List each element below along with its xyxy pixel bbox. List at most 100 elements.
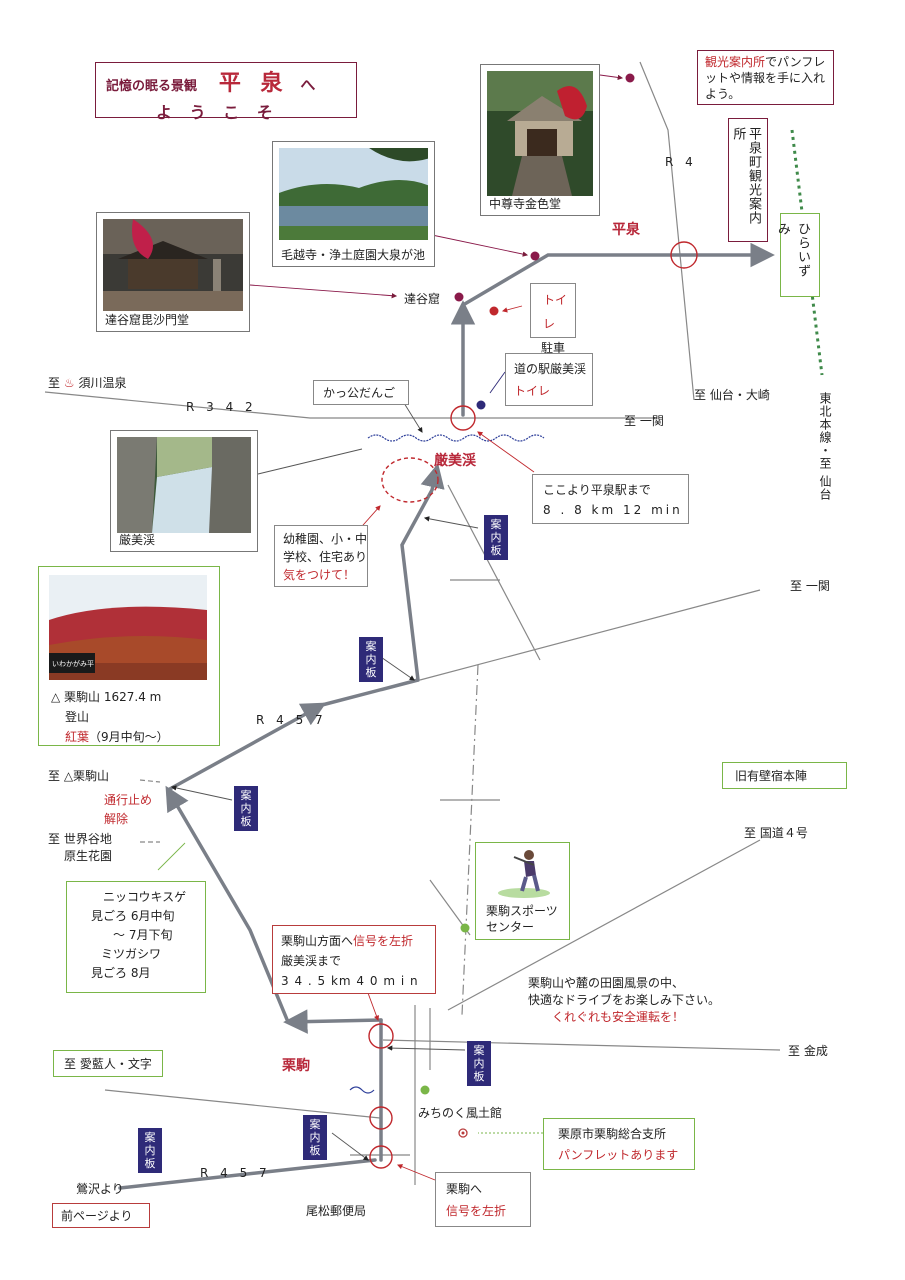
boundary-line (461, 664, 479, 1016)
flower1-name: ニッコウキスゲ (103, 890, 187, 904)
from-uguisuzawa: 鶯沢より (76, 1182, 124, 1196)
sports-center-box: 栗駒スポーツ センター (475, 842, 570, 940)
distance-line1: ここより平泉駅まで (543, 483, 651, 497)
golfer-icon (498, 850, 550, 898)
shisho-box: 栗原市栗駒総合支所 パンフレットあります (543, 1118, 695, 1170)
distance-line2: 8 . 8 km 12 min (543, 503, 683, 517)
photo-chusonji: 中尊寺金色堂 (480, 64, 600, 216)
signal-turn-box: 栗駒山方面へ信号を左折 厳美渓まで 3 4 . 5 km 4 0 m i n (272, 925, 436, 994)
signboard-post-office: 案内板 (303, 1115, 327, 1160)
route-r4-label: R 4 (665, 155, 697, 169)
tohoku-line-label: 東北本線・至 仙台 (818, 392, 832, 501)
to-sekaiyachi: 至 世界谷地 原生花園 (48, 831, 112, 865)
drive-line3: くれぐれも安全運転を！ (552, 1010, 685, 1024)
signal-line1a: 栗駒山方面へ (281, 934, 354, 948)
turn-line2: 信号を左折 (446, 1204, 507, 1218)
shisho-name: 栗原市栗駒総合支所 (558, 1127, 667, 1141)
tohoku-railway (790, 129, 824, 376)
signboard-genbikei: 案内板 (484, 515, 508, 560)
to-kannari: 至 金成 (788, 1044, 828, 1058)
photo-genbikei: 厳美渓 (110, 430, 258, 552)
shisho-pamphlet: パンフレットあります (558, 1148, 679, 1162)
school-line2: 学校、住宅あり (283, 550, 368, 564)
road-r342 (44, 391, 655, 419)
place-hiraizumi: 平泉 (612, 222, 640, 238)
signboard-kurikomayama: 案内板 (234, 786, 258, 831)
road-to-aiai (104, 1089, 381, 1119)
kurikomayama-leaves-period: （9月中旬〜） (89, 730, 169, 744)
title-main: 平 泉 (218, 71, 289, 96)
photo-takkoku: 達谷窟毘沙門堂 (96, 212, 250, 332)
to-sekaiyachi-line1: 至 世界谷地 (48, 832, 112, 846)
toilet-label: トイレ (543, 293, 568, 331)
kurikomayama-name: △ 栗駒山 1627.4 m (51, 690, 162, 704)
drive-message: 栗駒山や麓の田園風景の中、 快適なドライブをお楽しみ下さい。 くれぐれも安全運転… (528, 975, 720, 1026)
to-sendai-osaki: 至 仙台・大崎 (694, 388, 770, 402)
takkoku-image (103, 219, 243, 311)
toilet-parking-box: トイレ 駐車場 (530, 283, 576, 379)
to-sukawa-name: 須川温泉 (78, 376, 127, 390)
kurikomayama-leaves: 紅葉 (65, 730, 90, 744)
drive-line2: 快適なドライブをお楽しみ下さい。 (528, 993, 721, 1007)
signal-line3: 3 4 . 5 km 4 0 m i n (281, 974, 419, 988)
info-center-note-text: でパンフレットや情報を手に入れよう。 (705, 55, 826, 101)
turn-left-box: 栗駒へ 信号を左折 (435, 1172, 531, 1227)
michinoeki-box: 道の駅厳美渓 トイレ (505, 353, 593, 406)
route-r457-label-upper: R 4 5 7 (256, 713, 327, 727)
road-to-kannari (382, 1039, 781, 1051)
hot-spring-icon: ♨ (63, 376, 75, 390)
post-office-label: 尾松郵便局 (306, 1204, 367, 1218)
flower2-period: 見ごろ 8月 (91, 966, 151, 980)
road-r4 (639, 61, 695, 401)
info-center-name: 平泉町観光案内所 (728, 118, 768, 242)
to-aiai-box: 至 愛藍人・文字 (53, 1050, 163, 1077)
kurikomayama-image: いわかがみ平 (49, 575, 207, 680)
title-welcome: よ う こ そ (156, 103, 279, 123)
signboard-r457: 案内板 (359, 637, 383, 682)
to-sekaiyachi-line2: 原生花園 (64, 849, 113, 863)
road-closure-lifted: 通行止め 解除 (104, 791, 152, 829)
kurikomayama-box: いわかがみ平 △ 栗駒山 1627.4 m 登山 紅葉（9月中旬〜） (38, 566, 220, 746)
place-kurikoma: 栗駒 (282, 1058, 310, 1074)
river (367, 434, 545, 442)
to-ichinoseki-2: 至 一関 (790, 579, 830, 593)
turn-line1: 栗駒へ (446, 1182, 483, 1196)
caption-takkoku: 達谷窟毘沙門堂 (105, 313, 190, 327)
michinoeki-name: 道の駅厳美渓 (514, 362, 587, 376)
sports-center-line2: センター (486, 920, 535, 934)
genbikei-image (117, 437, 251, 533)
motsuji-image (279, 148, 428, 240)
road-closure-line1: 通行止め (104, 793, 153, 807)
prev-page-link[interactable]: 前ページより (52, 1203, 150, 1228)
title-suffix: へ (300, 76, 316, 94)
signal-line2: 厳美渓まで (281, 954, 342, 968)
signboard-kurikoma-intersection: 案内板 (467, 1041, 491, 1086)
caption-genbikei: 厳美渓 (119, 533, 156, 547)
place-genbikei: 厳美渓 (434, 453, 476, 469)
caption-chusonji: 中尊寺金色堂 (489, 197, 562, 211)
info-center-note: 観光案内所でパンフレットや情報を手に入れよう。 (697, 50, 834, 105)
kurikomayama-sign: いわかがみ平 (52, 659, 94, 668)
to-ichinoseki-1: 至 一関 (624, 414, 664, 428)
takkoku-label: 達谷窟 (404, 292, 441, 306)
flower1-period2: 〜 7月下旬 (113, 928, 173, 942)
flower1-period1: 見ごろ 6月中旬 (91, 909, 175, 923)
kakkou-dango-box: かっ公だんご (313, 380, 409, 405)
road-closure-line2: 解除 (104, 812, 129, 826)
title-box: 記憶の眠る景観 平 泉 へ よ う こ そ (95, 62, 357, 122)
school-line1: 幼稚園、小・中 (283, 532, 368, 546)
caption-motsuji: 毛越寺・浄土庭園大泉が池 (281, 248, 426, 262)
route-r342-label: R 3 4 2 (186, 400, 257, 414)
sports-center-line1: 栗駒スポーツ (486, 904, 558, 918)
signal-line1b: 信号を左折 (353, 934, 414, 948)
hiraizumi-station-sign: ひらいずみ (775, 213, 820, 297)
flowers-box: ニッコウキスゲ 見ごろ 6月中旬 〜 7月下旬 ミツガシワ 見ごろ 8月 (66, 881, 206, 993)
kurikomayama-climb: 登山 (65, 710, 90, 724)
signboard-uguisuzawa: 案内板 (138, 1128, 162, 1173)
to-sukawa-label: 至 ♨ 須川温泉 (48, 374, 126, 391)
distance-box: ここより平泉駅まで 8 . 8 km 12 min (532, 474, 689, 524)
to-sukawa-prefix: 至 (48, 376, 61, 390)
drive-line1: 栗駒山や麓の田園風景の中、 (528, 976, 685, 990)
route-r457-label-lower: R 4 5 7 (200, 1166, 271, 1180)
